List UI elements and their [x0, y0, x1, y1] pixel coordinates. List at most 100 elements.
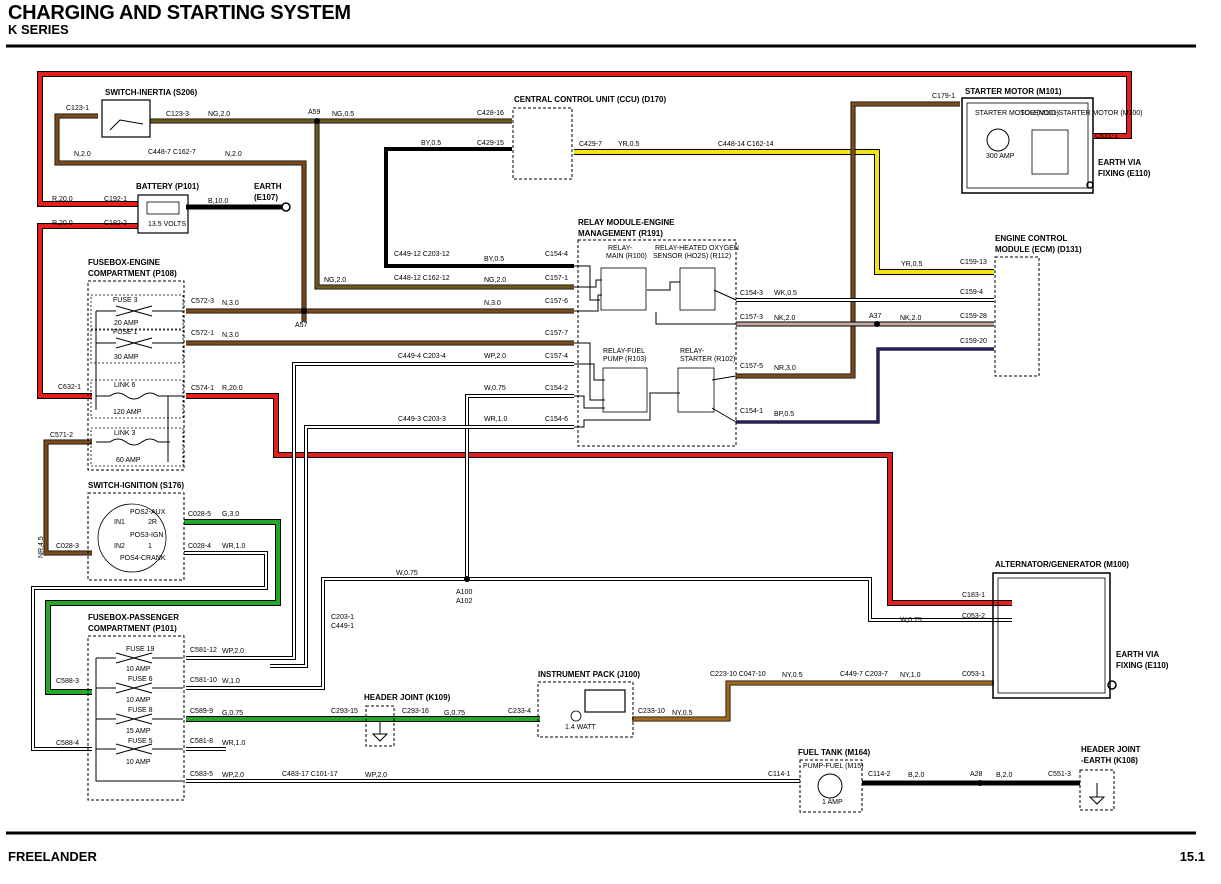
- relay-main-line2: MAIN (R100): [606, 253, 647, 260]
- wire-label-r20-top: R,20.0: [52, 196, 73, 203]
- conn-c449-7: C449-7 C203-7: [840, 671, 888, 678]
- relay-hos-line2: SENSOR (HO2S) (R112): [653, 253, 731, 260]
- wires: [31, 71, 1132, 786]
- starter-motor-symbol: [986, 128, 1010, 152]
- wire-red-r20-top: [37, 71, 1132, 207]
- conn-c449-4: C449-4 C203-4: [398, 353, 446, 360]
- wire-label-nr30: NR,3.0: [774, 365, 796, 372]
- conn-c449-3: C449-3 C203-3: [398, 416, 446, 423]
- conn-c551-3: C551-3: [1048, 771, 1071, 778]
- wire-label-n30-fuse1: N,3.0: [222, 332, 239, 339]
- splice-a28: [977, 780, 983, 786]
- ign-1: 1: [148, 543, 152, 550]
- page-title: CHARGING AND STARTING SYSTEM: [8, 2, 351, 24]
- ecm-title-line1: ENGINE CONTROL: [995, 234, 1068, 243]
- fuse1-label: FUSE 1: [113, 329, 138, 336]
- relay-hos-box: [679, 267, 716, 311]
- fuse6-label: FUSE 6: [128, 676, 153, 683]
- conn-c154-6: C154-6: [545, 416, 568, 423]
- fuse1-amp: 30 AMP: [114, 354, 139, 361]
- wire-label-bp05: BP,0.5: [774, 411, 794, 418]
- wire-label-w10: W,1.0: [222, 678, 240, 685]
- switch-inertia-title: SWITCH-INERTIA (S206): [105, 88, 197, 97]
- wire-ochre-ny: [632, 680, 994, 722]
- relay-fuel-line2: PUMP (R103): [603, 356, 646, 363]
- ign-pos2: POS2-AUX: [130, 509, 166, 516]
- fuse-symbols: [95, 305, 1106, 805]
- conn-c233-4: C233-4: [508, 708, 531, 715]
- header-k109-title: HEADER JOINT (K109): [364, 693, 451, 702]
- link6-label: LINK 6: [114, 382, 136, 389]
- link6-amp: 120 AMP: [113, 409, 142, 416]
- pump-amp-label: 1 AMP: [822, 799, 843, 806]
- conn-a100: A100: [456, 589, 472, 596]
- conn-c293-15: C293-15: [331, 708, 358, 715]
- relay-module-title-line2: MANAGEMENT (R191): [578, 229, 663, 238]
- conn-c157-7: C157-7: [545, 330, 568, 337]
- conn-c159-20: C159-20: [960, 338, 987, 345]
- wire-label-ng20-left: NG,2.0: [324, 277, 346, 284]
- wire-label-wp20-f19: WP,2.0: [222, 648, 244, 655]
- instrument-watt-label: 1.4 WATT: [565, 724, 596, 731]
- wire-label-wp20-pump-right: WP,2.0: [365, 772, 387, 779]
- wire-label-wr10-relay: WR,1.0: [484, 416, 507, 423]
- earth-e110-bottom-line2: FIXING (E110): [1116, 661, 1169, 670]
- conn-c123-1: C123-1: [66, 105, 89, 112]
- wire-labels: NG,2.0 NG,0.5 BY,0.5 YR,0.5 N,2.0 N,2.0 …: [38, 111, 1012, 779]
- conn-c448-7: C448-7 C162-7: [148, 149, 196, 156]
- conn-c583-5: C583-5: [190, 771, 213, 778]
- conn-c157-6: C157-6: [545, 298, 568, 305]
- conn-c053-2: C053-2: [962, 613, 985, 620]
- wire-label-wr10-ign: WR,1.0: [222, 543, 245, 550]
- ccu-box: [512, 107, 573, 180]
- link3-amp: 60 AMP: [116, 457, 141, 464]
- wire-label-g30: G,3.0: [222, 511, 239, 518]
- fuse5-amp: 10 AMP: [126, 759, 151, 766]
- conn-c574-1: C574-1: [191, 385, 214, 392]
- conn-c159-13: C159-13: [960, 259, 987, 266]
- wire-label-r20-link6: R,20.0: [222, 385, 243, 392]
- wire-wp20-relay: [186, 362, 574, 660]
- conn-c588-3: C588-3: [56, 678, 79, 685]
- conn-c223-10: C223-10 C047-10: [710, 671, 766, 678]
- wire-red-r20-link6: [37, 223, 138, 399]
- fuse5-symbol: [96, 743, 183, 755]
- splice-a57: [301, 308, 307, 314]
- conn-c157-5: C157-5: [740, 363, 763, 370]
- relay-starter-line1: RELAY-: [680, 348, 705, 355]
- switch-inertia-box: [101, 99, 151, 138]
- component-titles: SWITCH-INERTIA (S206) CENTRAL CONTROL UN…: [88, 87, 1169, 806]
- conn-c114-1: C114-1: [768, 771, 791, 778]
- junction-dots: [301, 118, 983, 786]
- conn-c589-9: C589-9: [190, 708, 213, 715]
- wire-green-g30: [45, 519, 281, 695]
- instrument-battery-symbol: [584, 689, 626, 713]
- conn-c632-1: C632-1: [58, 384, 81, 391]
- ign-in1: IN1: [114, 519, 125, 526]
- earth-e110-bottom-terminal: [1107, 680, 1117, 690]
- ccu-title: CENTRAL CONTROL UNIT (CCU) (D170): [514, 95, 666, 104]
- conn-c571-2: C571-2: [50, 432, 73, 439]
- switch-ignition-title: SWITCH-IGNITION (S176): [88, 481, 184, 490]
- header-k108-title-line1: HEADER JOINT: [1081, 745, 1141, 754]
- pump-motor-symbol: [817, 773, 843, 799]
- fuse3-amp: 20 AMP: [114, 320, 139, 327]
- ign-in2: IN2: [114, 543, 125, 550]
- relay-module-box: [577, 239, 737, 447]
- ign-pos3: POS3-IGN: [130, 532, 163, 539]
- conn-c428-16: C428-16: [477, 110, 504, 117]
- header-k108-title-line2: -EARTH (K108): [1081, 756, 1138, 765]
- wire-label-ny05-left: NY,0.5: [672, 710, 693, 717]
- instrument-pack-box: [537, 681, 634, 738]
- link6-box: [90, 379, 184, 419]
- wire-brown-n20: [54, 113, 307, 322]
- wire-label-wr10-f5: WR,1.0: [222, 740, 245, 747]
- earth-symbol-k109: [371, 722, 389, 742]
- fuse19-symbol: [96, 652, 183, 664]
- wire-label-ng20-relay: NG,2.0: [484, 277, 506, 284]
- conn-a37: A37: [869, 313, 882, 320]
- earth-symbol-k108: [1088, 783, 1106, 805]
- conn-c581-10: C581-10: [190, 677, 217, 684]
- earth-e110-bottom-line1: EARTH VIA: [1116, 650, 1159, 659]
- wire-label-wp20-pump-left: WP,2.0: [222, 772, 244, 779]
